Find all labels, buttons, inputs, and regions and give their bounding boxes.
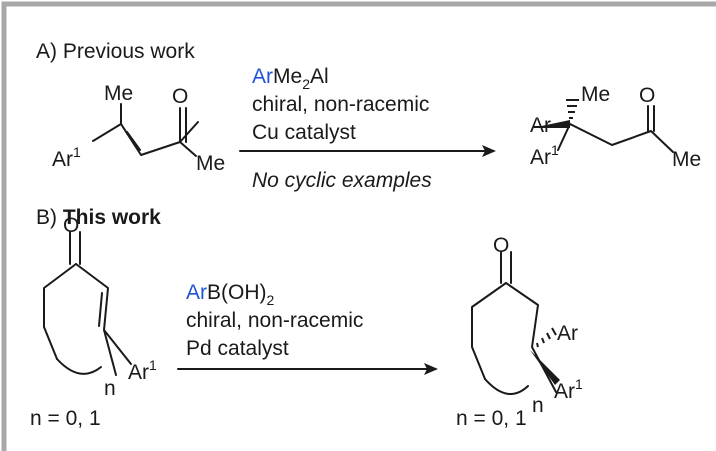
me-label: Me	[581, 83, 610, 106]
section-b-label: B) This work	[36, 206, 161, 229]
ring-size-n: n	[104, 377, 116, 400]
ar-label: Ar	[557, 322, 578, 345]
reagent-b-line3: Pd catalyst	[186, 337, 289, 360]
me-label: Me	[196, 152, 225, 175]
ar1-label: Ar1	[52, 144, 81, 171]
section-a-label: A) Previous work	[36, 40, 195, 63]
reagent-b-line2: chiral, non-racemic	[186, 309, 363, 332]
n-values: n = 0, 1	[456, 407, 527, 430]
me-label: Me	[672, 148, 701, 171]
me-label: Me	[104, 82, 133, 105]
reaction-arrow-b	[177, 363, 438, 375]
oxygen-label: O	[63, 214, 79, 237]
enone-cyclic: O n Ar1 n = 0, 1	[30, 214, 157, 430]
reagent-a-line3: Cu catalyst	[252, 121, 356, 144]
reagent-b-formula: ArB(OH)2	[186, 281, 275, 308]
oxygen-label: O	[639, 84, 655, 107]
reagent-a-formula: ArMe2Al	[252, 65, 329, 92]
product-cyclic: O n Ar Ar1 n = 0, 1	[456, 234, 583, 430]
no-cyclic-note: No cyclic examples	[252, 169, 432, 192]
ar1-label: Ar1	[128, 357, 157, 384]
ar1-label: Ar1	[554, 376, 583, 403]
enone-acyclic: Me O Ar1 Me	[52, 82, 225, 175]
product-acyclic: Ar Me O Ar1 Me	[530, 83, 701, 171]
ar1-label: Ar1	[530, 142, 559, 169]
reaction-arrow-a	[239, 145, 496, 157]
ar-label: Ar	[530, 114, 551, 137]
n-values: n = 0, 1	[30, 407, 101, 430]
reagent-a-line2: chiral, non-racemic	[252, 93, 429, 116]
oxygen-label: O	[172, 85, 188, 108]
oxygen-label: O	[493, 234, 509, 257]
ring-size-n: n	[532, 394, 544, 417]
